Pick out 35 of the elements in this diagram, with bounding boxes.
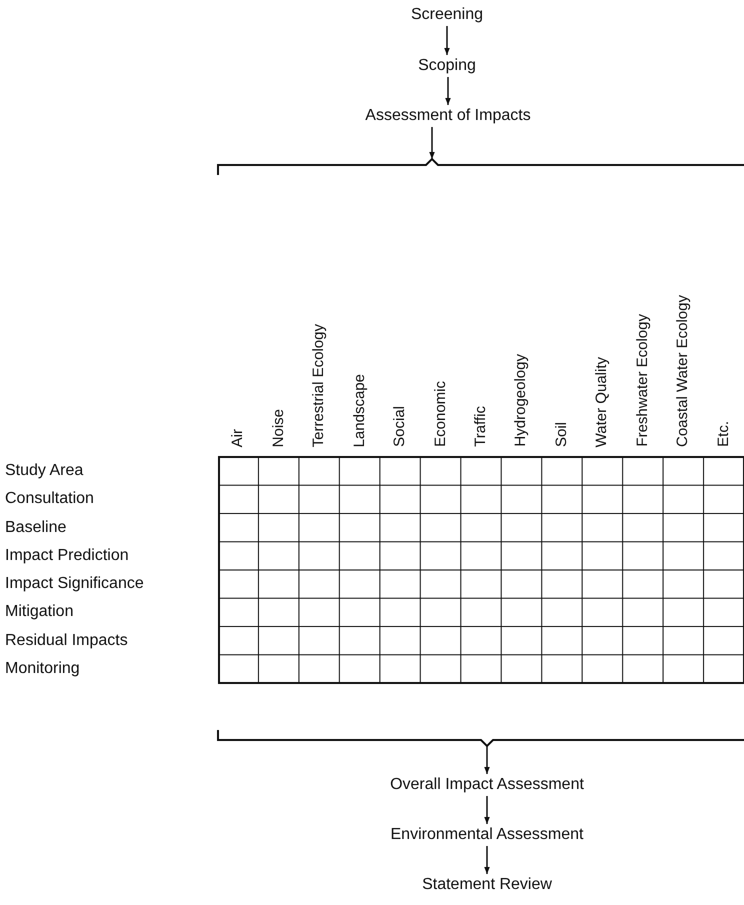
step-label: Assessment of Impacts <box>365 106 531 126</box>
column-header: Soil <box>552 422 571 447</box>
row-header: Baseline <box>5 518 66 538</box>
column-header: Noise <box>270 408 288 447</box>
row-header: Consultation <box>5 489 94 510</box>
row-header: Study Area <box>5 461 84 482</box>
column-header: Landscape <box>350 374 369 447</box>
column-header: Terrestrial Ecology <box>310 324 328 447</box>
column-header: Freshwater Ecology <box>634 314 652 447</box>
arrow <box>429 127 435 159</box>
brace <box>217 158 744 175</box>
column-header: Social <box>391 406 410 447</box>
step-label: Environmental Assessment <box>390 825 584 845</box>
row-header: Mitigation <box>5 602 74 622</box>
row-header: Impact Significance <box>5 574 144 594</box>
column-header: Coastal Water Ecology <box>674 294 692 447</box>
column-header: Traffic <box>472 406 490 447</box>
step-label: Statement Review <box>422 875 552 895</box>
column-header: Economic <box>432 381 450 447</box>
row-header: Impact Prediction <box>5 546 129 566</box>
arrow <box>444 26 450 55</box>
row-header: Residual Impacts <box>5 630 128 651</box>
arrow <box>445 77 451 105</box>
step-label: Overall Impact Assessment <box>390 775 584 795</box>
column-header: Etc. <box>714 421 733 447</box>
step-label: Scoping <box>418 56 476 76</box>
column-header: Air <box>229 428 248 447</box>
step-label: Screening <box>410 5 484 25</box>
column-header: Water Quality <box>593 356 612 447</box>
brace <box>217 730 744 748</box>
row-header: Monitoring <box>5 658 80 679</box>
arrow <box>484 846 490 874</box>
arrow <box>484 746 490 774</box>
arrow <box>484 796 490 824</box>
column-header: Hydrogeology <box>512 354 530 447</box>
